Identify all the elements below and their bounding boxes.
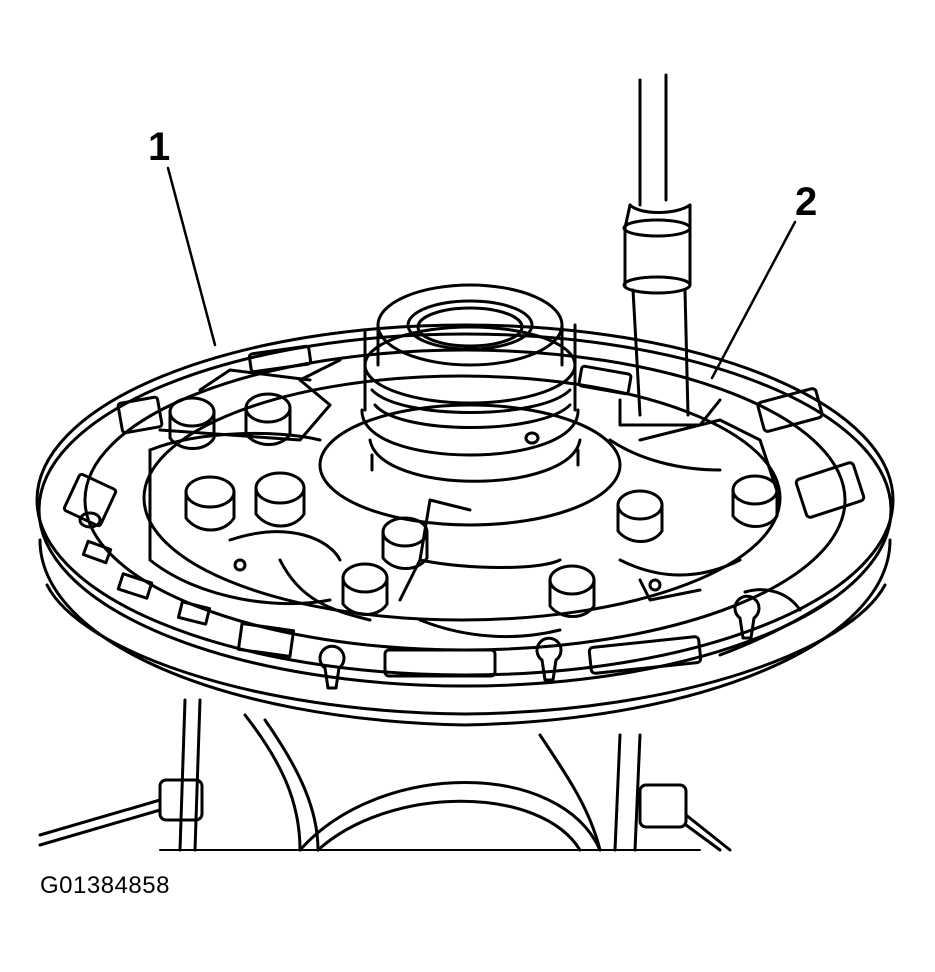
- bolt: [244, 392, 292, 446]
- center-cover: [148, 358, 782, 639]
- callout-1-label: 1: [148, 125, 170, 169]
- bolt: [731, 474, 779, 528]
- figure-id: G01384858: [40, 872, 170, 899]
- pump-body-flange: [35, 323, 895, 727]
- socket-tool: [618, 73, 722, 427]
- callout-leaders: [166, 166, 797, 380]
- lower-housing: [38, 698, 732, 852]
- bolt: [254, 471, 306, 528]
- bolt: [548, 564, 596, 618]
- bolt: [381, 516, 429, 570]
- bolt: [168, 396, 216, 450]
- leader-1: [166, 166, 217, 347]
- leader-2: [710, 220, 797, 380]
- bolt: [184, 475, 236, 532]
- bolt: [341, 562, 389, 616]
- bolt: [616, 489, 664, 543]
- cover-bolts: [168, 392, 779, 618]
- callout-2-label: 2: [795, 180, 817, 224]
- center-hub: [318, 283, 622, 527]
